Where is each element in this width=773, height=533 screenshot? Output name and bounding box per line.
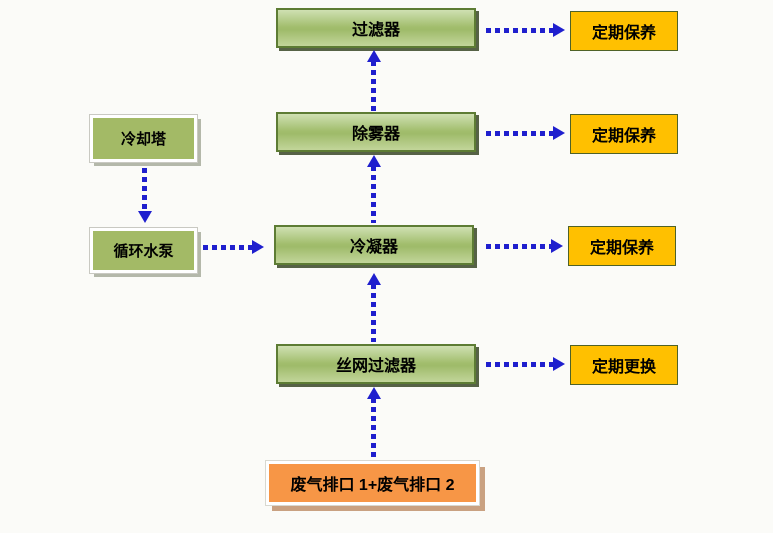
node-exhaust-outlet: 废气排口 1+废气排口 2 [265, 460, 480, 506]
node-maintenance-demister-label: 定期保养 [591, 128, 656, 145]
arrow-outlet-to-mesh-head-icon [367, 387, 381, 399]
node-mesh-filter: 丝网过滤器 [276, 344, 476, 384]
node-cooling-tower: 冷却塔 [89, 114, 198, 163]
arrow-condenser-to-maintenance-head-icon [551, 239, 563, 253]
arrow-mesh-to-replacement-head-icon [553, 357, 565, 371]
node-filter: 过滤器 [276, 8, 476, 48]
arrow-tower-to-pump-line [142, 168, 147, 212]
arrow-outlet-to-mesh-line [371, 398, 376, 458]
arrow-pump-to-condenser-head-icon [252, 240, 264, 254]
arrow-pump-to-condenser-line [203, 245, 253, 250]
node-filter-label: 过滤器 [351, 22, 400, 39]
arrow-demister-to-filter-head-icon [367, 50, 381, 62]
arrow-demister-to-maintenance-head-icon [553, 126, 565, 140]
arrow-condenser-to-demister-head-icon [367, 155, 381, 167]
node-exhaust-outlet-label: 废气排口 1+废气排口 2 [290, 477, 455, 494]
arrow-mesh-to-condenser-line [371, 284, 376, 342]
node-maintenance-filter: 定期保养 [570, 11, 678, 51]
node-condenser-label: 冷凝器 [349, 239, 398, 256]
arrow-mesh-to-condenser-head-icon [367, 273, 381, 285]
arrow-condenser-to-demister-line [371, 166, 376, 223]
node-condenser: 冷凝器 [274, 225, 474, 265]
node-cooling-tower-label: 冷却塔 [120, 131, 166, 148]
node-maintenance-condenser: 定期保养 [568, 226, 676, 266]
arrow-demister-to-filter-line [371, 61, 376, 112]
node-demister-label: 除雾器 [351, 126, 400, 143]
arrow-demister-to-maintenance-line [486, 131, 554, 136]
node-maintenance-demister: 定期保养 [570, 114, 678, 154]
node-circulating-pump: 循环水泵 [89, 227, 198, 274]
arrow-filter-to-maintenance-head-icon [553, 23, 565, 37]
arrow-tower-to-pump-head-icon [138, 211, 152, 223]
arrow-filter-to-maintenance-line [486, 28, 554, 33]
node-maintenance-condenser-label: 定期保养 [589, 240, 654, 257]
node-mesh-filter-label: 丝网过滤器 [335, 358, 416, 375]
arrow-condenser-to-maintenance-line [486, 244, 552, 249]
node-demister: 除雾器 [276, 112, 476, 152]
node-mesh-replacement-label: 定期更换 [591, 359, 656, 376]
arrow-mesh-to-replacement-line [486, 362, 554, 367]
node-maintenance-filter-label: 定期保养 [591, 25, 656, 42]
node-circulating-pump-label: 循环水泵 [113, 243, 174, 260]
node-mesh-replacement: 定期更换 [570, 345, 678, 385]
